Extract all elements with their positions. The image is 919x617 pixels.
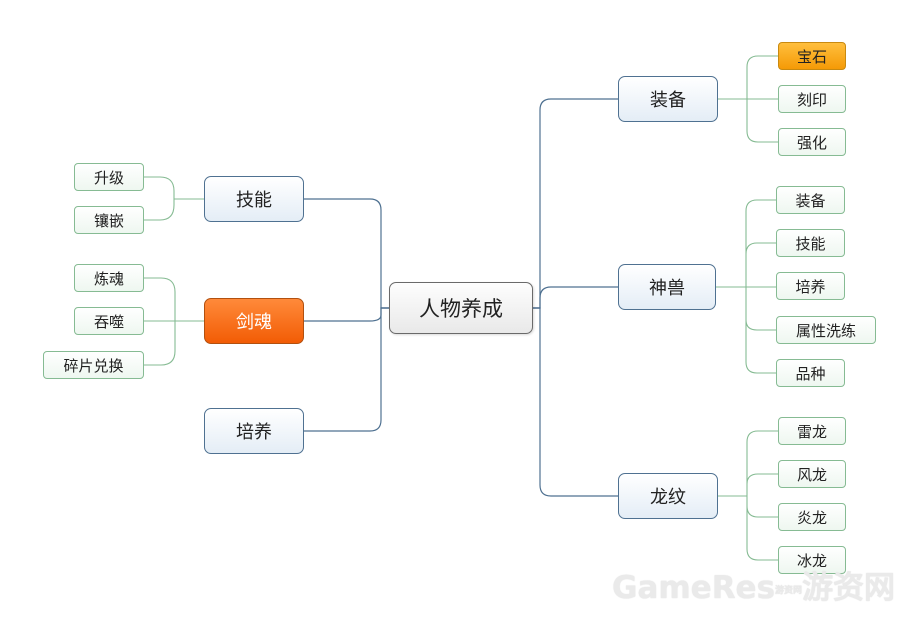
leaf-label: 雷龙 — [796, 422, 827, 441]
leaf-refine-soul[interactable]: 炼魂 — [74, 264, 144, 292]
leaf-label: 冰龙 — [796, 551, 827, 570]
branch-label: 神兽 — [649, 278, 685, 299]
leaf-label: 升级 — [93, 168, 124, 187]
link-root-train — [303, 307, 389, 432]
leaf-label: 炎龙 — [796, 508, 827, 527]
link-skill-leaves — [144, 176, 204, 221]
branch-equipment[interactable]: 装备 — [618, 76, 718, 122]
leaf-label: 吞噬 — [93, 312, 124, 331]
leaf-beast-train[interactable]: 培养 — [776, 272, 845, 300]
link-dragon-leaves — [718, 430, 778, 561]
link-swordsoul-leaves — [144, 277, 204, 366]
watermark-main: GameRes — [612, 570, 776, 606]
branch-skill[interactable]: 技能 — [204, 176, 304, 222]
branch-label: 培养 — [236, 422, 272, 443]
leaf-label: 培养 — [795, 277, 826, 296]
branch-label: 剑魂 — [236, 312, 272, 333]
root-node[interactable]: 人物养成 — [389, 282, 533, 334]
leaf-label: 炼魂 — [93, 269, 124, 288]
branch-swordsoul[interactable]: 剑魂 — [204, 298, 304, 344]
leaf-label: 品种 — [795, 364, 826, 383]
leaf-upgrade[interactable]: 升级 — [74, 163, 144, 191]
leaf-attribute-reroll[interactable]: 属性洗练 — [776, 316, 876, 344]
leaf-engrave[interactable]: 刻印 — [778, 85, 846, 113]
branch-divine-beast[interactable]: 神兽 — [618, 264, 716, 310]
link-root-beast — [533, 286, 618, 309]
link-root-swordsoul — [303, 307, 389, 322]
leaf-inlay[interactable]: 镶嵌 — [74, 206, 144, 234]
link-beast-leaves — [716, 199, 776, 374]
branch-label: 装备 — [650, 90, 686, 111]
leaf-label: 属性洗练 — [795, 321, 856, 340]
leaf-beast-skill[interactable]: 技能 — [776, 229, 845, 257]
leaf-strengthen[interactable]: 强化 — [778, 128, 846, 156]
leaf-breed[interactable]: 品种 — [776, 359, 845, 387]
link-root-skill — [303, 198, 389, 309]
leaf-beast-equipment[interactable]: 装备 — [776, 186, 845, 214]
branch-label: 龙纹 — [650, 487, 686, 508]
link-equip-leaves — [718, 55, 778, 143]
leaf-label: 风龙 — [796, 465, 827, 484]
link-root-dragon — [533, 307, 618, 497]
branch-label: 技能 — [236, 190, 272, 211]
leaf-label: 强化 — [796, 133, 827, 152]
link-root-equip — [533, 98, 618, 309]
branch-dragon-pattern[interactable]: 龙纹 — [618, 473, 718, 519]
leaf-devour[interactable]: 吞噬 — [74, 307, 144, 335]
leaf-thunder-dragon[interactable]: 雷龙 — [778, 417, 846, 445]
gameres-watermark: GameRes游资网游资网 — [612, 562, 895, 607]
root-node-label: 人物养成 — [419, 297, 503, 321]
watermark-brand: 游资网 — [802, 570, 896, 606]
leaf-label: 刻印 — [796, 90, 827, 109]
leaf-flame-dragon[interactable]: 炎龙 — [778, 503, 846, 531]
leaf-ice-dragon[interactable]: 冰龙 — [778, 546, 846, 574]
watermark-small: 游资网 — [775, 586, 803, 596]
leaf-label: 装备 — [795, 191, 826, 210]
leaf-label: 技能 — [795, 234, 826, 253]
leaf-gem[interactable]: 宝石 — [778, 42, 846, 70]
branch-train[interactable]: 培养 — [204, 408, 304, 454]
leaf-label: 宝石 — [796, 47, 827, 66]
leaf-wind-dragon[interactable]: 风龙 — [778, 460, 846, 488]
leaf-fragment-exchange[interactable]: 碎片兑换 — [43, 351, 144, 379]
leaf-label: 碎片兑换 — [63, 356, 124, 375]
leaf-label: 镶嵌 — [93, 211, 124, 230]
